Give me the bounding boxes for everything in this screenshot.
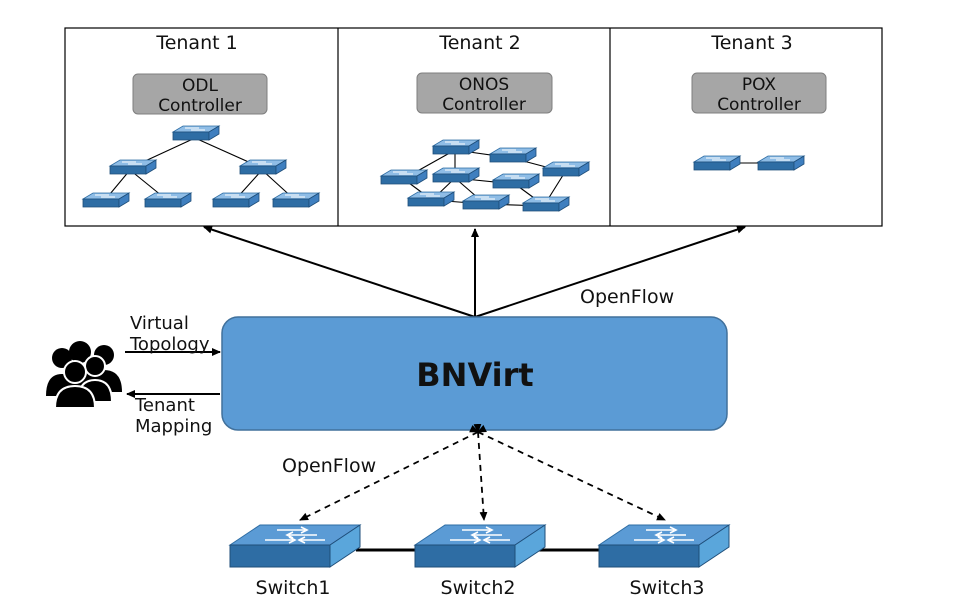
tenant-title: Tenant 2 [438, 32, 520, 54]
bnvirt-label: BNVirt [416, 356, 533, 394]
mini-switch-icon [522, 196, 570, 212]
physical-switch-3: Switch3 [598, 524, 730, 599]
mini-switch-icon [212, 192, 260, 208]
mini-switch-icon [542, 161, 590, 177]
switch-icon [414, 524, 546, 568]
mini-switch-icon [432, 139, 480, 155]
virtual-topology-label-line2: Topology [129, 334, 210, 355]
tenant-mapping-label-line2: Mapping [135, 416, 212, 437]
switch-label: Switch3 [630, 577, 705, 599]
mini-switch-icon [380, 169, 428, 185]
controller-name: POX [742, 75, 777, 95]
mini-switch-icon [693, 155, 741, 171]
users-group-icon [46, 341, 122, 409]
dashed-arrow-switch1 [299, 424, 487, 521]
openflow-south-arrows [299, 423, 666, 521]
switch-label: Switch2 [441, 577, 516, 599]
controller-label: Controller [717, 95, 801, 115]
controller-box [416, 72, 553, 114]
mini-switch-icon [82, 192, 130, 208]
switch-label: Switch1 [256, 577, 331, 599]
mini-switch-icon [492, 173, 540, 189]
tenant-title: Tenant 3 [710, 32, 792, 54]
mini-switch-icon [109, 159, 157, 175]
switch-icon [229, 524, 361, 568]
mini-switch-icon [489, 147, 537, 163]
arrow-to-tenant-3 [474, 225, 746, 318]
tenant-title: Tenant 1 [155, 32, 237, 54]
mini-switch-icon [144, 192, 192, 208]
physical-switch-2: Switch2 [414, 524, 546, 599]
mini-switch-icon [432, 167, 480, 183]
mini-switch-icon [272, 192, 320, 208]
mini-switch-icon [462, 194, 510, 210]
tenant-1-panel: Tenant 1 ODL Controller [82, 32, 320, 208]
virtual-topology-label-line1: Virtual [130, 313, 189, 334]
controller-label: Controller [442, 95, 526, 115]
dashed-arrow-switch2 [473, 423, 488, 521]
switch-icon [598, 524, 730, 568]
mini-switch-icon [407, 191, 455, 207]
dashed-arrow-switch3 [469, 424, 666, 521]
controller-name: ONOS [459, 75, 509, 95]
openflow-north-arrows [203, 225, 746, 318]
tenant-2-panel: Tenant 2 ONOS Controller [380, 32, 590, 212]
controller-name: ODL [182, 76, 218, 96]
mini-switch-icon [757, 155, 805, 171]
controller-box [691, 72, 827, 114]
controller-label: Controller [158, 96, 242, 116]
arrow-to-tenant-1 [203, 225, 476, 318]
physical-switch-1: Switch1 [229, 524, 361, 599]
tenant-mapping-label-line1: Tenant [134, 395, 195, 416]
openflow-label-north: OpenFlow [580, 286, 674, 308]
openflow-label-south: OpenFlow [282, 455, 376, 477]
mini-switch-icon [239, 159, 287, 175]
controller-box [132, 73, 268, 115]
mini-switch-icon [172, 125, 220, 141]
tenant-3-panel: Tenant 3 POX Controller [691, 32, 827, 171]
